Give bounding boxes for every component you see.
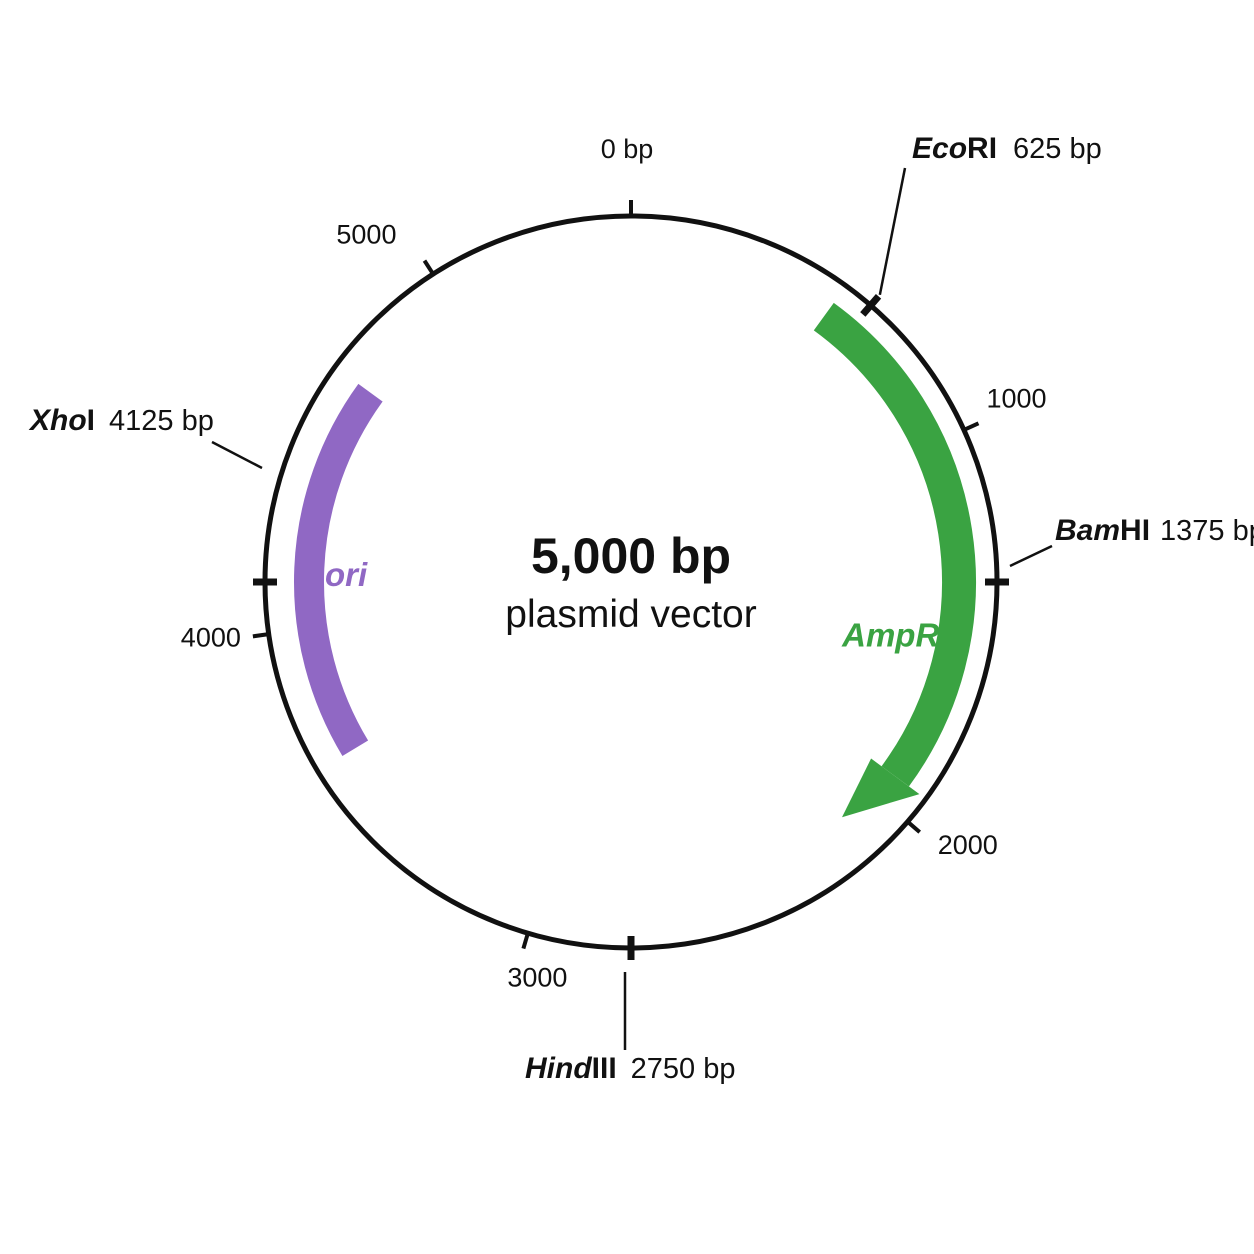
hindiii-name-suffix: III [592,1052,617,1085]
ecori-name: Eco [912,132,967,165]
xhoi-name-suffix: I [87,404,95,437]
xhoi-site-label: XhoI 4125 bp [28,404,214,437]
ecori-leader-line [878,167,907,296]
ampr-feature-arc [813,302,976,787]
scale-tick-4000 [252,632,270,639]
bamhi-site-label: BamHI 1375 bp [1055,514,1254,547]
features-layer: AmpR ori [294,302,976,818]
plasmid-size-label: 5,000 bp [531,528,731,584]
bamhi-position: 1375 bp [1160,515,1254,547]
hindiii-site-label: HindIII 2750 bp [525,1052,736,1085]
ecori-name-suffix: RI [967,132,997,165]
restriction-sites-layer: EcoRI 625 bp BamHI 1375 bp HindIII 2750 bp Xho… [28,132,1254,1085]
scale-tick-label-1000: 1000 [986,383,1046,413]
scale-ticks-layer: 0 bp 1000 2000 3000 4000 5000 [181,134,1047,993]
scale-tick-1000 [963,421,980,432]
scale-tick-label-5000: 5000 [336,220,396,250]
scale-tick-label-4000: 4000 [181,622,241,652]
bamhi-name-suffix: HI [1120,514,1150,547]
scale-tick-2000 [906,820,922,834]
plasmid-subtitle: plasmid vector [505,593,756,636]
scale-tick-5000 [422,259,435,276]
xhoi-name: Xho [28,404,87,437]
ecori-position: 625 bp [1013,133,1102,165]
scale-tick-label-2000: 2000 [938,830,998,860]
bamhi-name: Bam [1055,514,1120,547]
ori-feature-label: ori [325,556,368,593]
ampr-feature-label: AmpR [841,617,939,654]
scale-tick-label-3000: 3000 [507,963,567,993]
bamhi-leader-line [1009,544,1053,568]
ori-feature-arc [294,383,383,757]
xhoi-leader-line [211,440,263,470]
scale-tick-3000 [521,932,530,950]
hindiii-position: 2750 bp [631,1053,736,1085]
xhoi-position: 4125 bp [109,405,214,437]
hindiii-name: Hind [525,1052,592,1085]
scale-tick-label-0: 0 bp [601,134,654,164]
ecori-site-marker [860,294,882,317]
ampr-feature-arrowhead [841,758,920,818]
ecori-site-label: EcoRI 625 bp [912,132,1102,165]
